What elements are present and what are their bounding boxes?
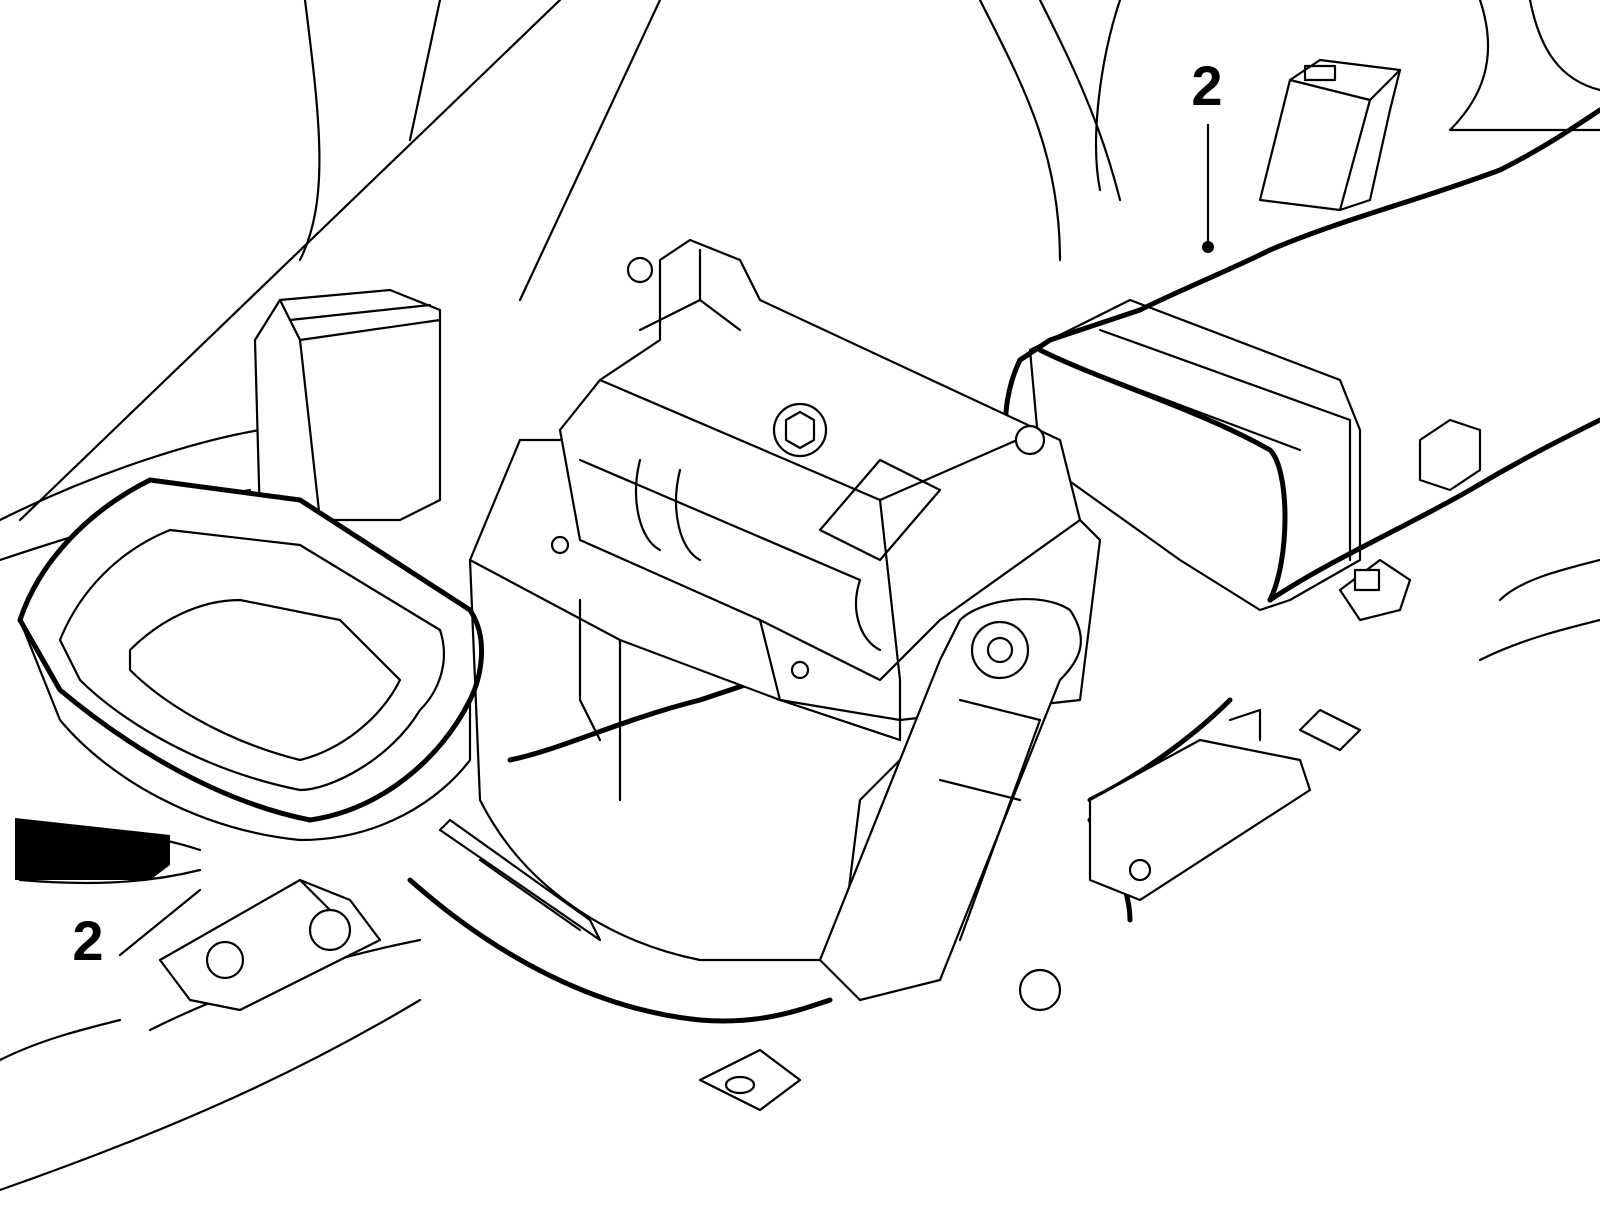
lower-right-bracket <box>698 708 1362 1112</box>
right-buckle-block <box>1258 58 1402 212</box>
lower-left-bracket <box>158 878 382 1012</box>
hinge-bracket <box>550 238 1082 742</box>
body-panel-outlines <box>0 0 1600 1192</box>
lever-arm <box>818 598 1082 1002</box>
bottom-callout-leader <box>118 888 202 957</box>
top-callout-dot <box>1202 241 1214 253</box>
direction-arrow <box>15 818 202 885</box>
bottom-left-callout-label: 2 <box>72 909 103 972</box>
left-duct-outlet <box>17 477 485 842</box>
right-clip <box>1338 418 1482 622</box>
top-callout-label: 2 <box>1191 54 1222 117</box>
center-duct <box>1003 107 1600 612</box>
callout-leaders <box>118 123 1214 957</box>
left-buckle-block <box>253 288 442 522</box>
